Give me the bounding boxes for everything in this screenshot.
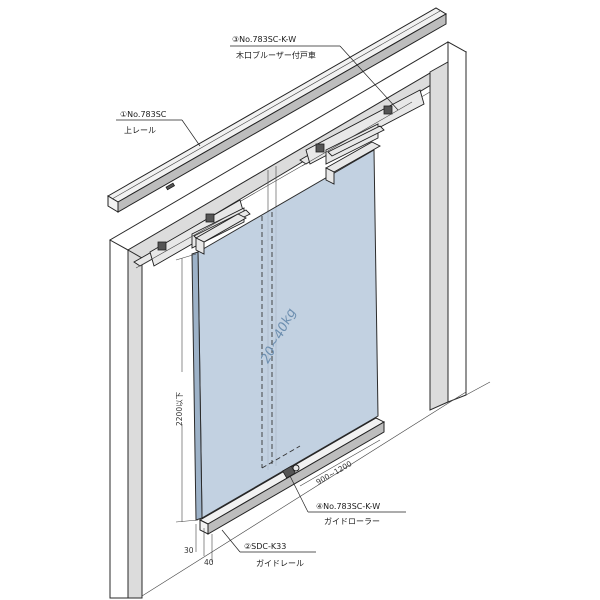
part3-name: 木口ブルーザー付戸車 [236, 50, 316, 60]
part4-code: ④No.783SC-K-W [316, 502, 380, 511]
callout-guide-rail: ②SDC-K33 ガイドレール [221, 529, 316, 568]
rail-width-b-label: 40 [204, 558, 214, 567]
top-rail [107, 7, 447, 213]
glass-door [191, 141, 381, 521]
callout-top-rail: ①No.783SC 上レール [116, 110, 201, 147]
callout-hanger-roller: ③No.783SC-K-W 木口ブルーザー付戸車 [230, 35, 399, 111]
part2-code: ②SDC-K33 [244, 542, 286, 551]
part4-name: ガイドローラー [324, 516, 380, 526]
callout-guide-roller: ④No.783SC-K-W ガイドローラー [289, 475, 406, 526]
part3-code: ③No.783SC-K-W [232, 35, 296, 44]
hanger-roller-right [299, 89, 425, 167]
rail-width-a-label: 30 [184, 546, 194, 555]
height-dimension: 2200以下 [173, 253, 199, 523]
part1-code: ①No.783SC [120, 110, 167, 119]
rail-width-dimension: 30 40 [184, 524, 214, 567]
part1-name: 上レール [124, 126, 156, 135]
door-frame [108, 41, 491, 599]
part2-name: ガイドレール [256, 558, 304, 568]
door-height-label: 2200以下 [175, 391, 184, 426]
guide-roller [282, 464, 300, 479]
